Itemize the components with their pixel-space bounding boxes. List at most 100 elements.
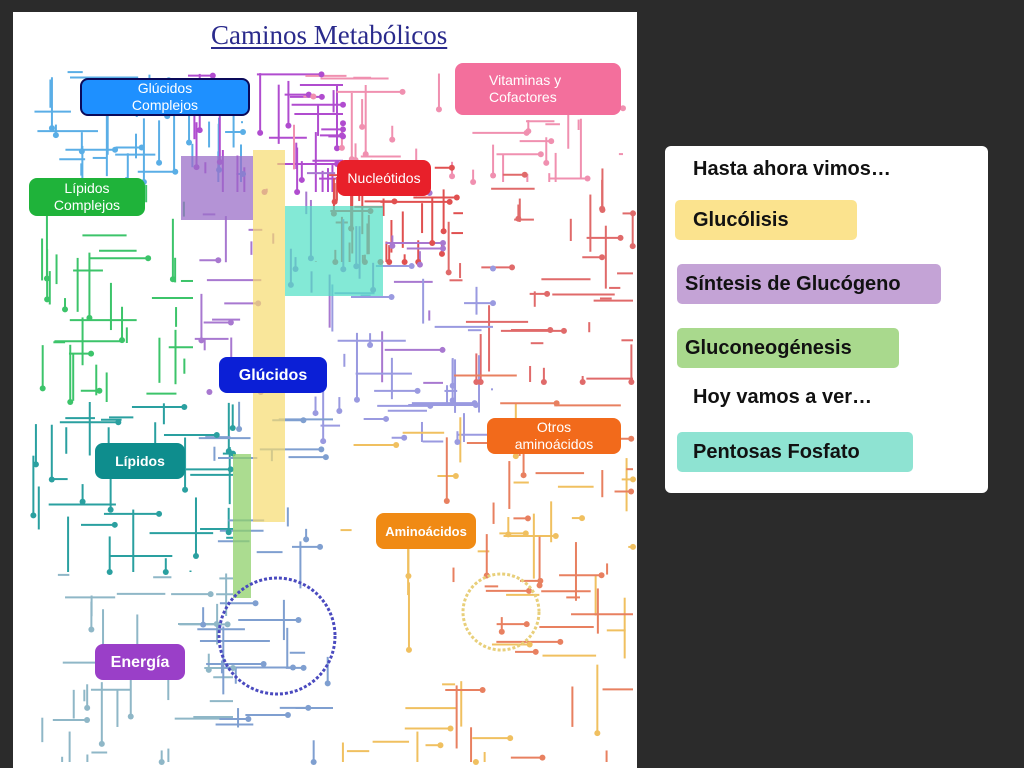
metabolite-node bbox=[230, 664, 236, 671]
metabolite-node bbox=[30, 512, 37, 519]
metabolite-node bbox=[509, 264, 516, 271]
metabolite-node bbox=[383, 415, 390, 422]
metabolite-node bbox=[438, 250, 445, 257]
metabolite-node bbox=[333, 145, 340, 152]
metabolite-node bbox=[599, 205, 606, 212]
metabolite-node bbox=[331, 198, 338, 205]
metabolite-node bbox=[227, 466, 234, 473]
metabolic-map-panel: Caminos Metabólicos Glúcidos Complejos V… bbox=[13, 12, 637, 768]
metabolite-node bbox=[172, 168, 179, 175]
chip-pentosas-fosfato: Pentosas Fosfato bbox=[677, 432, 913, 472]
metabolite-node bbox=[236, 426, 243, 433]
label-nucleotidos: Nucleótidos bbox=[337, 160, 431, 196]
metabolite-node bbox=[156, 510, 163, 517]
metabolite-node bbox=[547, 326, 554, 333]
metabolite-node bbox=[386, 259, 393, 265]
metabolite-node bbox=[477, 379, 484, 385]
metabolite-node bbox=[416, 261, 423, 268]
metabolite-node bbox=[324, 680, 331, 687]
metabolite-node bbox=[206, 389, 213, 395]
metabolite-node bbox=[198, 337, 205, 344]
metabolite-node bbox=[447, 725, 454, 732]
metabolite-node bbox=[523, 621, 530, 628]
metabolite-node bbox=[548, 138, 555, 145]
metabolite-node bbox=[391, 198, 398, 205]
metabolite-node bbox=[300, 664, 307, 671]
metabolite-node bbox=[540, 379, 547, 385]
metabolite-node bbox=[318, 71, 325, 78]
metabolite-node bbox=[536, 582, 543, 589]
metabolite-node bbox=[67, 399, 74, 405]
metabolite-node bbox=[539, 754, 546, 761]
metabolite-node bbox=[544, 290, 551, 297]
metabolite-node bbox=[305, 91, 312, 98]
metabolite-node bbox=[205, 666, 212, 673]
metabolite-node bbox=[629, 243, 636, 250]
metabolite-node bbox=[557, 638, 564, 645]
metabolite-node bbox=[338, 132, 345, 139]
metabolite-node bbox=[320, 438, 327, 445]
metabolite-node bbox=[213, 432, 220, 439]
metabolite-node bbox=[628, 435, 635, 442]
metabolite-node bbox=[526, 587, 533, 594]
metabolite-node bbox=[181, 403, 188, 410]
metabolic-pathway-network bbox=[30, 70, 636, 765]
metabolite-node bbox=[88, 350, 95, 357]
metabolite-node bbox=[598, 254, 605, 261]
metabolite-node bbox=[225, 529, 232, 536]
metabolite-node bbox=[340, 126, 346, 133]
metabolite-node bbox=[630, 210, 636, 217]
metabolite-node bbox=[453, 194, 460, 201]
metabolite-node bbox=[537, 151, 544, 158]
heading-hoy-vamos: Hoy vamos a ver… bbox=[693, 386, 872, 408]
krebs-cycle bbox=[217, 576, 337, 696]
metabolite-node bbox=[207, 591, 214, 598]
metabolite-node bbox=[294, 189, 301, 195]
metabolite-node bbox=[405, 573, 412, 580]
highlight-pentosas bbox=[285, 206, 383, 296]
metabolite-node bbox=[98, 740, 105, 747]
metabolite-node bbox=[322, 454, 329, 461]
metabolite-node bbox=[429, 239, 436, 246]
metabolite-node bbox=[284, 712, 291, 719]
metabolite-node bbox=[449, 173, 456, 180]
metabolite-node bbox=[584, 175, 591, 182]
metabolite-node bbox=[318, 93, 325, 100]
metabolite-node bbox=[225, 448, 232, 455]
metabolite-node bbox=[594, 730, 601, 737]
metabolite-node bbox=[48, 476, 55, 483]
heading-hasta-ahora: Hasta ahora vimos… bbox=[693, 158, 891, 180]
metabolite-node bbox=[298, 176, 305, 183]
metabolite-node bbox=[401, 259, 408, 265]
metabolite-node bbox=[448, 164, 455, 171]
metabolite-node bbox=[127, 713, 134, 720]
metabolite-node bbox=[553, 400, 560, 407]
metabolite-node bbox=[289, 664, 296, 671]
metabolite-node bbox=[353, 396, 360, 403]
metabolite-node bbox=[88, 626, 95, 633]
metabolite-node bbox=[285, 122, 292, 129]
metabolite-node bbox=[79, 498, 86, 505]
chip-glucolisis: Glucólisis bbox=[675, 200, 857, 240]
metabolite-node bbox=[86, 314, 93, 321]
label-glucidos: Glúcidos bbox=[219, 357, 327, 393]
metabolite-node bbox=[62, 306, 69, 313]
metabolite-node bbox=[522, 530, 529, 537]
metabolite-node bbox=[245, 715, 252, 722]
metabolite-node bbox=[443, 497, 450, 504]
metabolite-node bbox=[473, 379, 480, 385]
metabolite-node bbox=[303, 536, 310, 543]
map-title: Caminos Metabólicos bbox=[211, 20, 448, 50]
metabolite-node bbox=[196, 127, 203, 134]
metabolite-node bbox=[452, 472, 459, 479]
metabolite-node bbox=[414, 387, 421, 394]
metabolite-node bbox=[317, 543, 324, 550]
chip-pentosas-fosfato-label: Pentosas Fosfato bbox=[693, 440, 860, 463]
metabolite-node bbox=[401, 434, 408, 441]
metabolite-node bbox=[362, 151, 369, 158]
metabolite-node bbox=[525, 128, 532, 135]
metabolite-node bbox=[521, 171, 528, 178]
metabolite-node bbox=[359, 123, 366, 130]
label-lipidos-complejos: Lípidos Complejos bbox=[29, 178, 145, 216]
metabolite-node bbox=[440, 239, 446, 246]
